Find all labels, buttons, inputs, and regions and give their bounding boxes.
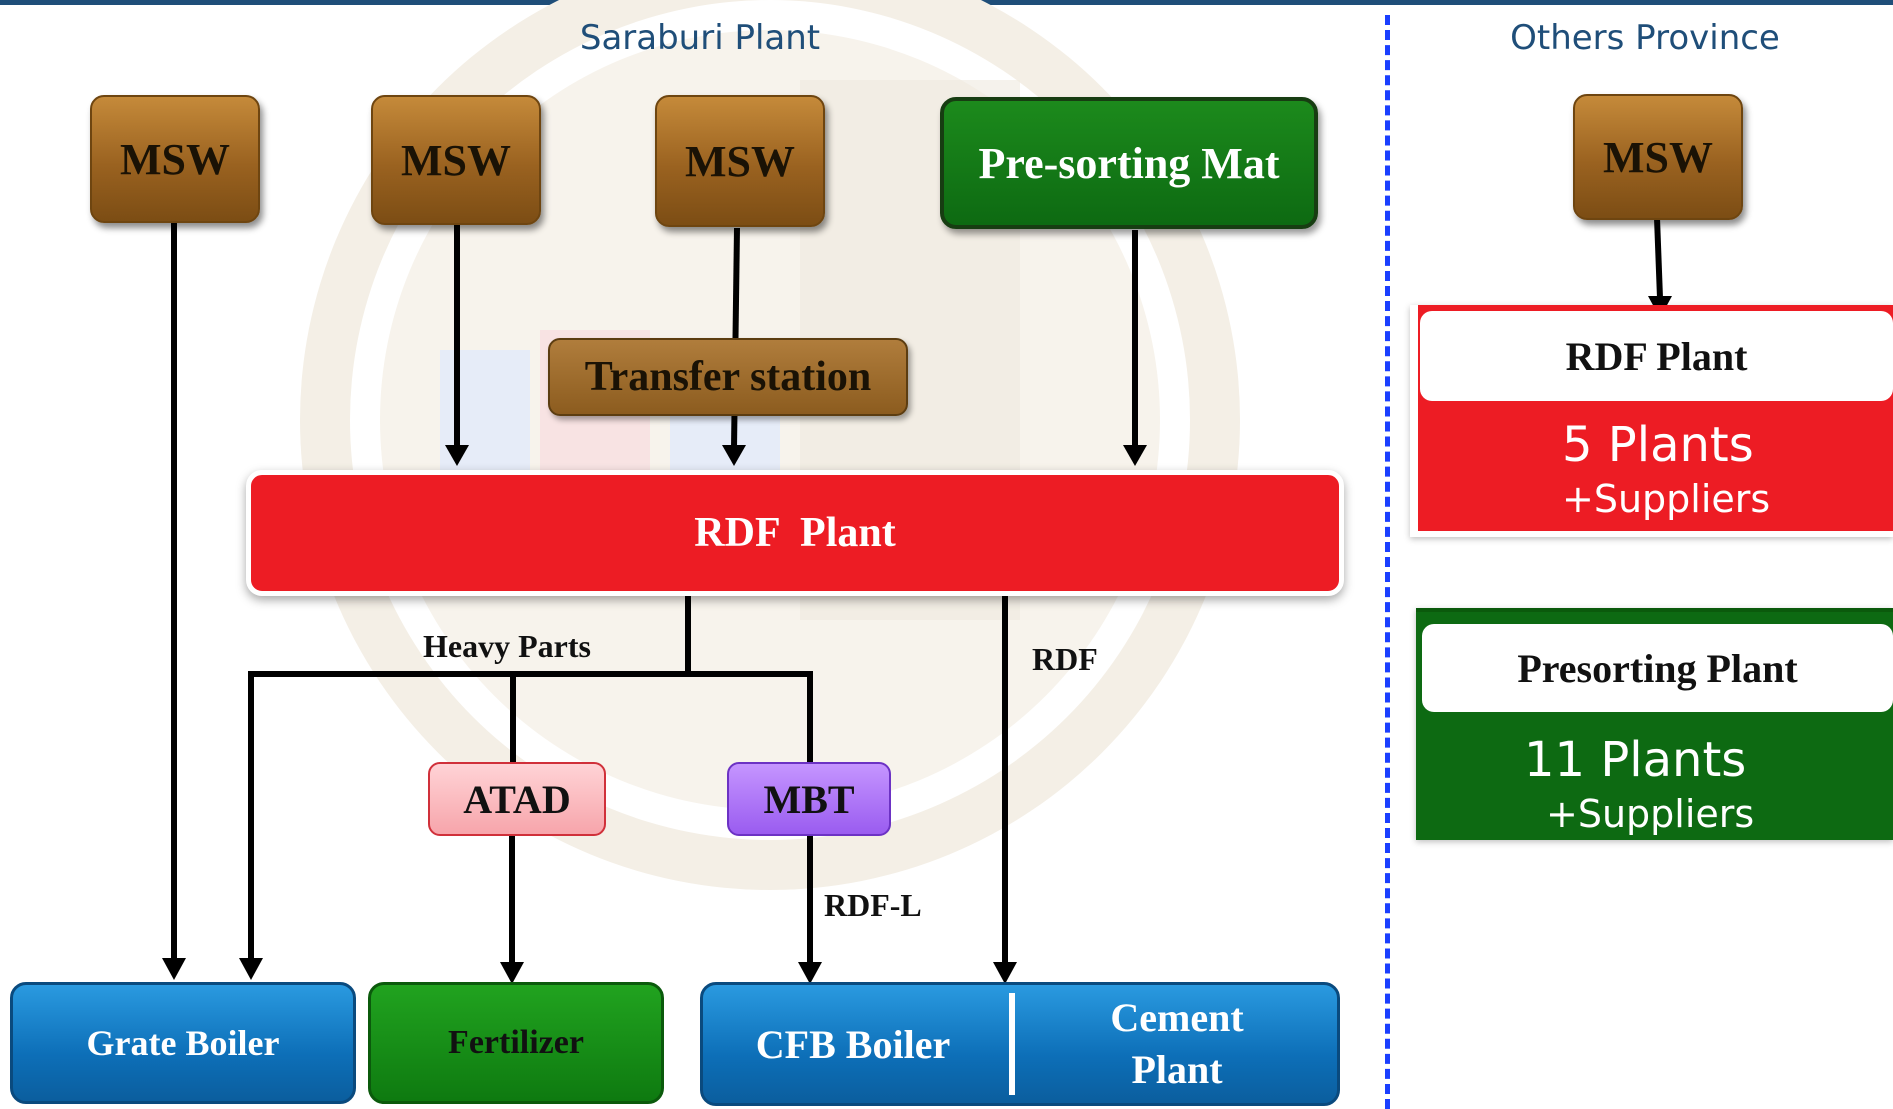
cfb-cement-block: CFB Boiler Cement Plant — [700, 982, 1340, 1106]
msw-source-1: MSW — [90, 95, 260, 223]
cement-plant: Cement Plant — [1110, 995, 1244, 1092]
presort-panel-count: 11 Plants — [1524, 732, 1747, 788]
rdf-panel-suppliers: +Suppliers — [1562, 477, 1771, 521]
rdf-panel-count: 5 Plants — [1562, 417, 1754, 473]
msw-source-2: MSW — [371, 95, 541, 225]
rdf-l-label: RDF-L — [824, 887, 922, 923]
rdf-label: RDF — [1032, 641, 1098, 677]
cfb-boiler: CFB Boiler — [755, 1021, 951, 1067]
presort-panel-title: Presorting Plant — [1422, 624, 1893, 712]
msw-source-3: MSW — [655, 95, 825, 227]
cfb-separator — [1009, 993, 1015, 1095]
presorting-plant-panel: Presorting Plant 11 Plants +Suppliers — [1416, 608, 1893, 840]
grate-boiler: Grate Boiler — [10, 982, 356, 1104]
others-province-title: Others Province — [1510, 18, 1780, 58]
section-divider — [1385, 15, 1390, 1109]
fertilizer: Fertilizer — [368, 982, 664, 1104]
presort-panel-suppliers: +Suppliers — [1546, 792, 1755, 836]
transfer-station: Transfer station — [548, 338, 908, 416]
rdf-plant-main: RDF Plant — [246, 470, 1344, 596]
rdf-panel-title: RDF Plant — [1420, 311, 1893, 401]
pre-sorting-mat: Pre-sorting Mat — [940, 97, 1318, 229]
rdf-plant-panel: RDF Plant 5 Plants +Suppliers — [1410, 305, 1893, 537]
mbt-box: MBT — [727, 762, 891, 836]
saraburi-title: Saraburi Plant — [579, 18, 821, 58]
atad-box: ATAD — [428, 762, 606, 836]
msw-source-right: MSW — [1573, 94, 1743, 220]
heavy-parts-label: Heavy Parts — [423, 628, 591, 664]
